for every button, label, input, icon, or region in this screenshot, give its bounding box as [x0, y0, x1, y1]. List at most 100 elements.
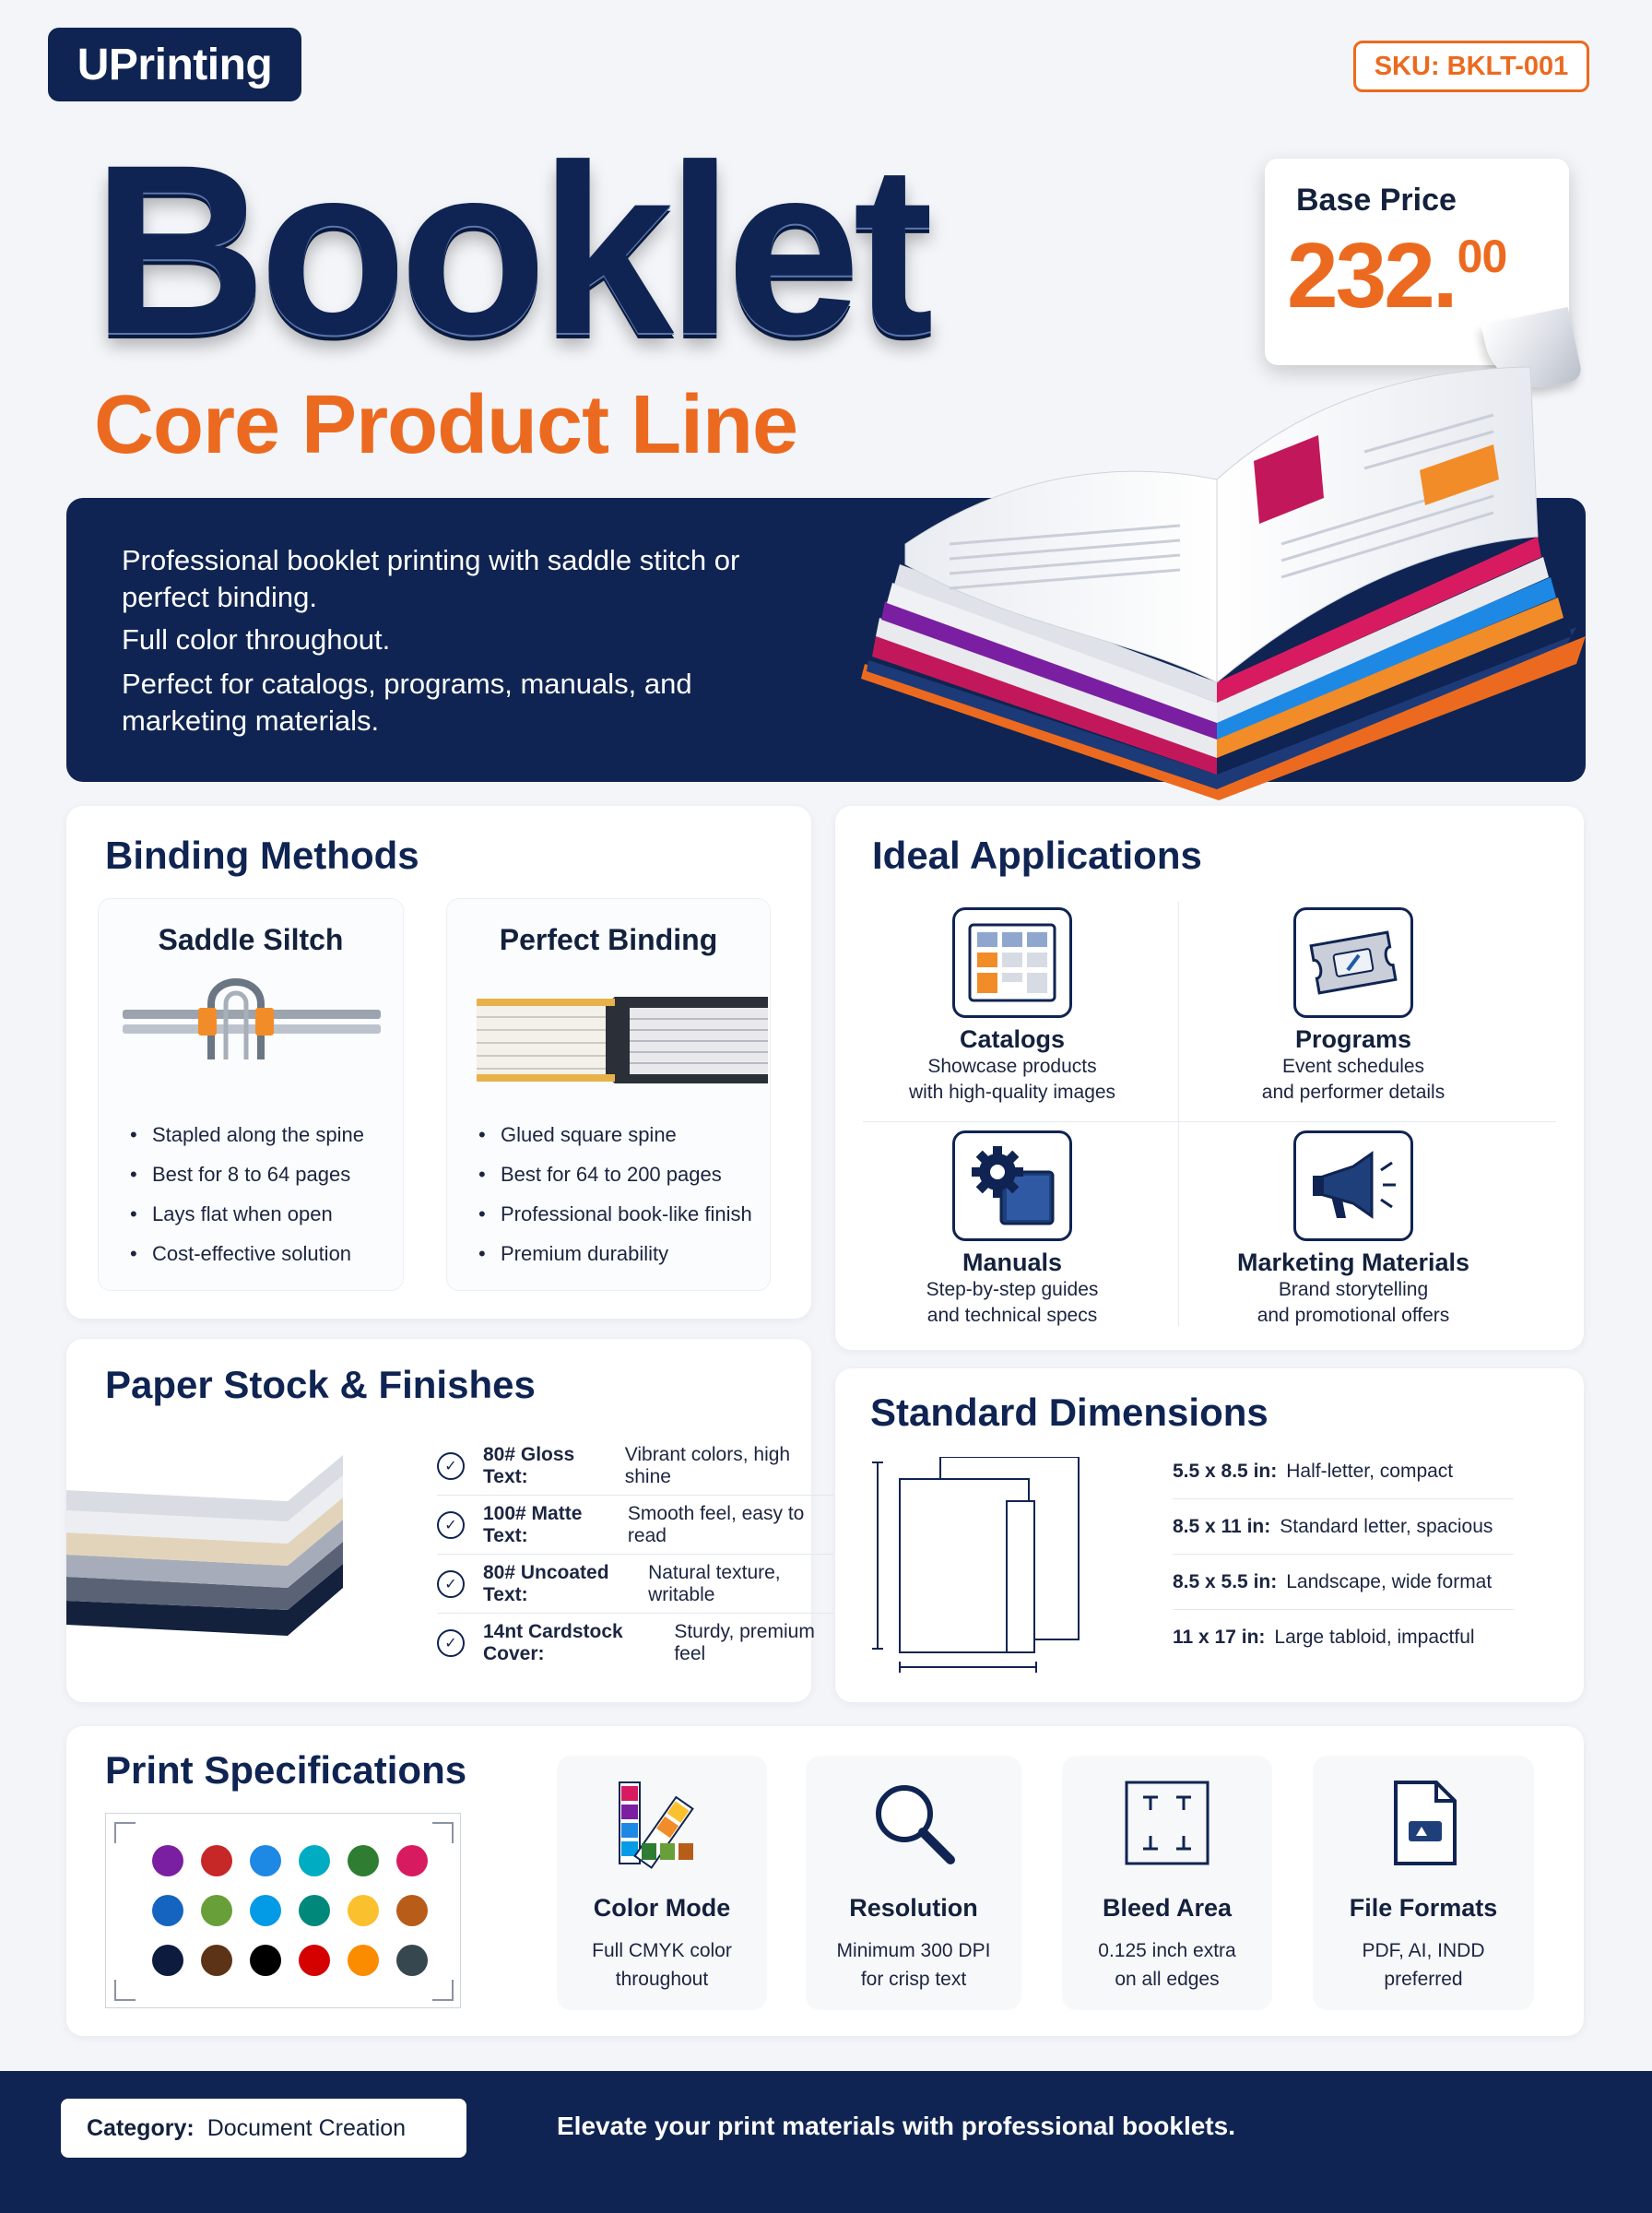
price-label: Base Price [1296, 183, 1457, 218]
paper-option: ✓ 80# Gloss Text: Vibrant colors, high shi… [437, 1437, 833, 1496]
grid-divider [863, 1121, 1556, 1122]
page-subtitle: Core Product Line [94, 379, 798, 471]
application-marketing: Marketing Materials Brand storytelling a… [1197, 1130, 1510, 1329]
paper-desc: Vibrant colors, high shine [624, 1443, 791, 1487]
color-swatch [299, 1945, 330, 1976]
application-manuals: Manuals Step-by-step guides and technica… [856, 1130, 1169, 1329]
file-icon [1373, 1772, 1474, 1874]
price-cents: 00 [1457, 231, 1508, 282]
paper-name: 14nt Cardstock Cover: [483, 1621, 623, 1664]
spec-desc-line: throughout [615, 1969, 709, 1990]
paper-name: 80# Gloss Text: [483, 1443, 575, 1487]
color-swatch [396, 1845, 428, 1876]
application-name: Programs [1294, 1025, 1412, 1053]
palette-icon [611, 1772, 713, 1874]
sku-badge: SKU: BKLT-001 [1353, 41, 1589, 92]
color-swatch [396, 1945, 428, 1976]
dimension-desc: Half-letter, compact [1286, 1460, 1454, 1482]
dimension-size: 8.5 x 11 in: [1173, 1515, 1271, 1537]
feature-item: Glued square spine [475, 1115, 752, 1154]
paper-stack-illustration [66, 1426, 343, 1636]
color-swatch [348, 1845, 379, 1876]
application-desc: and technical specs [926, 1305, 1098, 1326]
price-main: 232. [1287, 224, 1458, 327]
color-swatch [348, 1895, 379, 1926]
standard-dimensions-title: Standard Dimensions [870, 1391, 1268, 1434]
color-swatch [250, 1895, 281, 1926]
magnifier-icon [863, 1772, 964, 1874]
check-circle-icon: ✓ [437, 1510, 465, 1539]
color-swatch [396, 1895, 428, 1926]
application-name: Catalogs [959, 1025, 1066, 1053]
color-swatch [201, 1845, 232, 1876]
spec-name: Color Mode [593, 1894, 731, 1922]
dimension-desc: Large tabloid, impactful [1274, 1627, 1475, 1648]
paper-desc: Natural texture, writable [648, 1561, 781, 1605]
spec-desc-line: preferred [1384, 1969, 1463, 1990]
dimension-desc: Standard letter, spacious [1280, 1515, 1493, 1537]
saddle-stitch-panel: Saddle Siltch Stapled along the spine Be… [98, 898, 404, 1291]
color-swatch [152, 1845, 183, 1876]
spec-name: Bleed Area [1102, 1894, 1233, 1922]
price-value: 232.00 [1287, 223, 1508, 329]
paper-desc: Smooth feel, easy to read [627, 1502, 805, 1546]
ideal-applications-title: Ideal Applications [872, 834, 1202, 877]
paper-option: ✓80# Uncoated Text:Natural texture, writ… [437, 1555, 833, 1614]
perfect-binding-title: Perfect Binding [499, 923, 718, 956]
dimension-size: 8.5 x 5.5 in: [1173, 1570, 1278, 1592]
color-swatch [152, 1895, 183, 1926]
feature-item: Best for 8 to 64 pages [126, 1154, 364, 1194]
bleed-marks-icon [1116, 1772, 1218, 1874]
brand-logo: UPrinting [48, 28, 301, 101]
application-desc: Step-by-step guides [926, 1279, 1099, 1300]
spec-desc-line: on all edges [1115, 1969, 1220, 1990]
color-swatch [299, 1895, 330, 1926]
application-desc: and promotional offers [1257, 1305, 1450, 1326]
application-desc: with high-quality images [908, 1082, 1116, 1103]
banner-line-3: Perfect for catalogs, programs, manuals,… [122, 668, 692, 737]
color-swatch [201, 1945, 232, 1976]
binding-methods-title: Binding Methods [105, 834, 419, 877]
open-booklet-illustration [861, 366, 1586, 800]
perfect-binding-panel: Perfect Binding Glued square spine Best … [446, 898, 771, 1291]
paper-option: ✓ 14nt Cardstock Cover: Sturdy, premium fe… [437, 1614, 833, 1673]
paper-name: 80# Uncoated Text: [483, 1561, 609, 1605]
check-circle-icon: ✓ [437, 1629, 465, 1657]
spec-name: Resolution [849, 1894, 978, 1922]
paper-name: 100# Matte Text: [483, 1502, 583, 1546]
category-value: Document Creation [206, 2114, 407, 2141]
application-desc: and performer details [1261, 1082, 1446, 1103]
binding-methods-card: Binding Methods Saddle Siltch Stapled al… [66, 806, 811, 1319]
application-name: Manuals [962, 1249, 1063, 1276]
dimension-size: 5.5 x 8.5 in: [1173, 1460, 1278, 1482]
paper-desc: Sturdy, premium feel [674, 1621, 815, 1664]
color-swatch [152, 1945, 183, 1976]
color-swatch [348, 1945, 379, 1976]
check-circle-icon: ✓ [437, 1451, 465, 1480]
feature-item: Premium durability [475, 1234, 752, 1273]
saddle-stitch-features: Stapled along the spine Best for 8 to 64… [126, 1115, 364, 1273]
application-desc: Event schedules [1281, 1056, 1425, 1077]
perfect-binding-spine-icon [477, 997, 768, 1083]
staple-icon [123, 978, 381, 1059]
feature-item: Stapled along the spine [126, 1115, 364, 1154]
paper-stock-card: Paper Stock & Finishes ✓80# Gloss Text:V… [66, 1339, 833, 1702]
footer-bar: Category:Document Creation Elevate your … [0, 2071, 1652, 2213]
saddle-stitch-title: Saddle Siltch [158, 923, 344, 956]
dimension-size: 11 x 17 in: [1173, 1627, 1266, 1648]
feature-item: Lays flat when open [126, 1194, 364, 1234]
dimension-option: 11 x 17 in: Large tabloid, impactful [1173, 1610, 1514, 1665]
color-swatch [250, 1845, 281, 1876]
application-programs: Programs Event schedules and performer d… [1197, 907, 1510, 1106]
page-title: Booklet [92, 114, 934, 385]
price-card: Base Price 232.00 [1265, 159, 1584, 398]
grid-divider [1178, 902, 1179, 1326]
megaphone-icon [1293, 1130, 1413, 1241]
dimension-desc: Landscape, wide format [1286, 1570, 1493, 1592]
dimension-option: 5.5 x 8.5 in: Half-letter, compact [1173, 1444, 1514, 1499]
